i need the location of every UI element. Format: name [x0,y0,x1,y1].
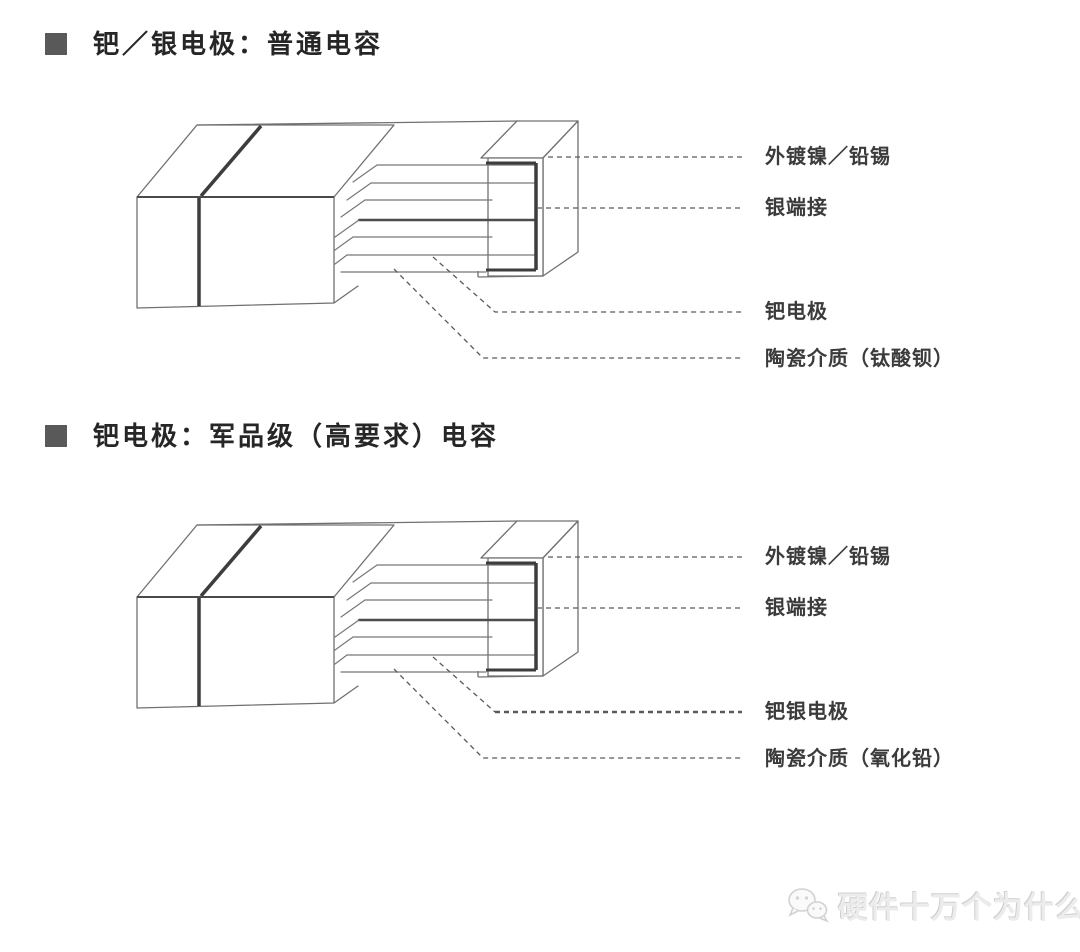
label-ceramic-dielectric: 陶瓷介质（钛酸钡） [765,348,954,370]
section-title-military: 钯电极：军品级（高要求）电容 [45,421,499,451]
label-palladium-silver-electrode: 钯银电极 [765,701,849,723]
leader-lines [393,556,742,759]
label-silver-termination: 银端接 [765,197,828,219]
leader-electrode [432,256,742,313]
square-bullet-icon [45,33,67,55]
end-cap-inner-wall [486,561,538,672]
label-ceramic-dielectric: 陶瓷介质（氧化铅） [765,748,954,770]
leader-lines [393,156,742,359]
end-cap [477,520,579,678]
capacitor-body [136,520,520,709]
section-title-ordinary: 钯／银电极：普通电容 [45,29,383,59]
watermark-text: 硬件十万个为什么 [838,892,1080,925]
square-bullet-icon [45,425,67,447]
watermark: 硬件十万个为什么 [786,883,1080,927]
capacitor-body [136,120,520,309]
label-outer-plating: 外镀镍／铅锡 [765,146,891,168]
section-title-text: 钯电极：军品级（高要求）电容 [93,421,500,451]
electrode-layers [334,164,537,273]
end-cap-inner-wall [486,161,538,272]
left-termination-band [137,124,334,306]
leader-dielectric [393,268,742,359]
electrode-layers [334,564,537,673]
end-cap [477,120,579,278]
label-palladium-electrode: 钯电极 [765,301,828,323]
left-termination-band [137,524,334,706]
label-silver-termination: 银端接 [765,597,828,619]
capacitor-cutaway-diagram-military [136,520,742,759]
leader-dielectric [393,668,742,759]
section-title-text: 钯／银电极：普通电容 [93,29,384,59]
leader-electrode [432,656,496,713]
capacitor-cutaway-diagram-ordinary [136,120,742,359]
wechat-chat-icon [788,888,829,923]
label-outer-plating: 外镀镍／铅锡 [765,546,891,568]
